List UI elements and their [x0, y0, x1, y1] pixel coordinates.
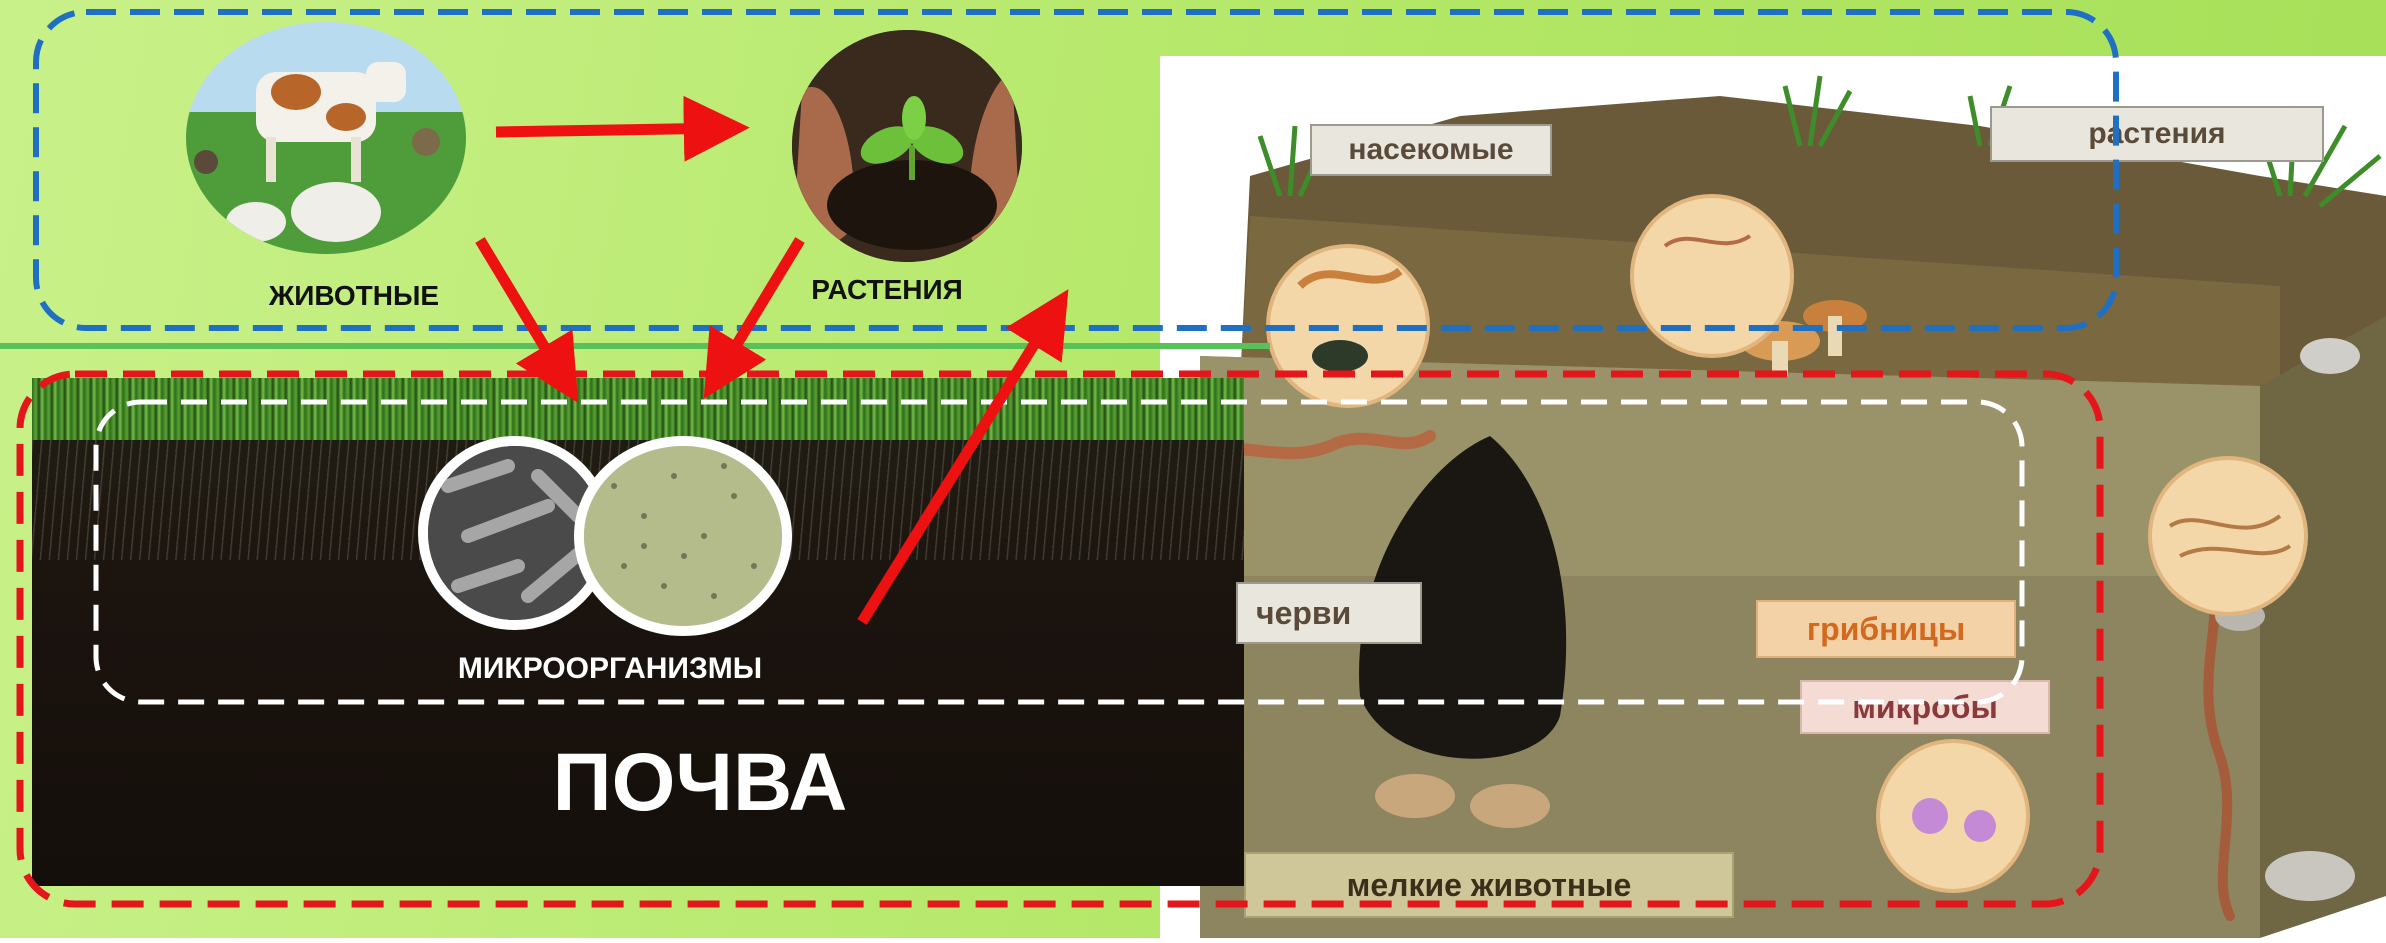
red-dashed-frame	[20, 374, 2100, 904]
white-dashed-frame	[96, 402, 2022, 702]
arrow-plants-to-soil	[714, 240, 800, 382]
arrow-animals-to-soil	[480, 240, 568, 386]
arrow-animals-to-plants	[496, 128, 730, 132]
blue-dashed-frame	[36, 12, 2116, 328]
arrow-soil-to-plants	[862, 306, 1058, 622]
